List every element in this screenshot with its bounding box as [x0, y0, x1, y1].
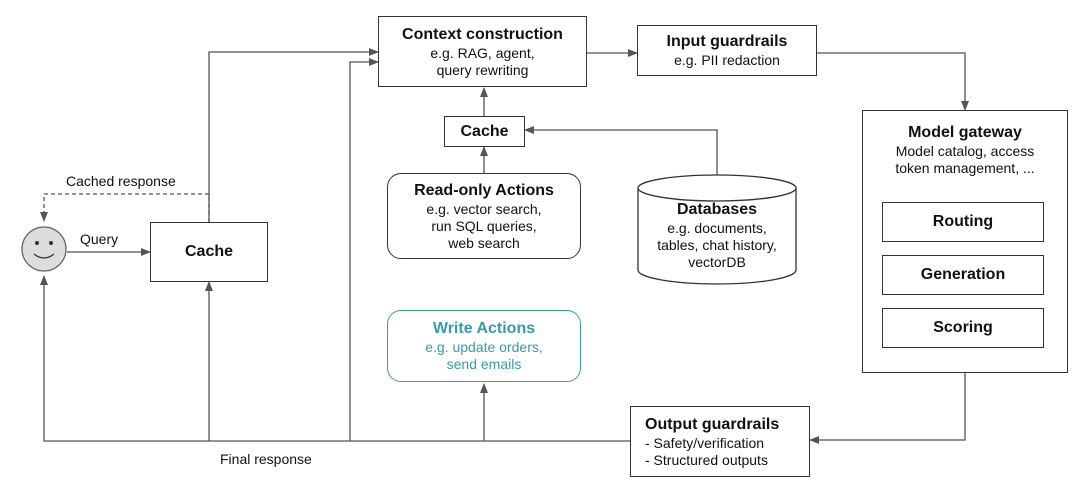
- write-actions-title: Write Actions: [432, 320, 536, 337]
- context-construction-box: Context construction e.g. RAG, agent, qu…: [378, 16, 587, 87]
- query-label: Query: [80, 231, 119, 247]
- model-gateway-line-1: Model catalog, access: [895, 143, 1035, 159]
- input-guardrails-box: Input guardrails e.g. PII redaction: [637, 25, 817, 76]
- user-face-icon: [21, 226, 67, 272]
- cache-box: Cache: [150, 222, 268, 282]
- cached-response-label: Cached response: [66, 173, 176, 189]
- context-line-2: query rewriting: [436, 61, 529, 78]
- databases-line-1: e.g. documents,: [667, 220, 767, 236]
- read-actions-line-2: run SQL queries,: [431, 217, 537, 234]
- scoring-module: Scoring: [882, 308, 1044, 348]
- output-guardrails-line-2: - Structured outputs: [645, 451, 768, 468]
- model-gateway-title: Model gateway: [908, 124, 1022, 141]
- write-actions-line-2: send emails: [446, 356, 522, 372]
- databases-cylinder: [637, 174, 797, 285]
- input-to-gateway-arrow: [817, 52, 969, 111]
- output-guardrails-line-1: - Safety/verification: [645, 434, 765, 451]
- generation-module: Generation: [882, 255, 1044, 295]
- model-gateway-line-2: token management, ...: [895, 160, 1035, 176]
- final-response-arrow: [40, 275, 630, 442]
- read-actions-line-3: web search: [448, 234, 520, 251]
- databases-line-3: vectorDB: [688, 254, 746, 270]
- cache-top-box: Cache: [444, 116, 525, 147]
- cache-to-context-arrow: [208, 48, 379, 222]
- input-guardrails-line-1: e.g. PII redaction: [674, 52, 780, 68]
- context-title: Context construction: [402, 25, 563, 43]
- gateway-to-output-arrow: [809, 373, 966, 444]
- output-guardrails-box: Output guardrails - Safety/verification …: [630, 406, 810, 477]
- bottom-to-context-arrow: [349, 58, 379, 441]
- final-response-label: Final response: [220, 451, 312, 467]
- databases-title: Databases: [676, 201, 758, 218]
- read-only-actions-box: Read-only Actions e.g. vector search, ru…: [387, 173, 581, 259]
- databases-text: Databases e.g. documents, tables, chat h…: [638, 200, 796, 271]
- databases-line-2: tables, chat history,: [657, 237, 777, 253]
- cached-response-arrow: [40, 193, 210, 222]
- write-actions-line-1: e.g. update orders,: [425, 339, 543, 355]
- cache-title: Cache: [184, 243, 234, 260]
- cache-top-title: Cache: [460, 122, 509, 140]
- write-actions-box: Write Actions e.g. update orders, send e…: [387, 310, 581, 382]
- read-actions-line-1: e.g. vector search,: [426, 200, 542, 217]
- routing-module: Routing: [882, 202, 1044, 242]
- read-actions-title: Read-only Actions: [414, 181, 554, 199]
- context-line-1: e.g. RAG, agent,: [430, 44, 535, 61]
- output-guardrails-title: Output guardrails: [645, 415, 780, 433]
- input-guardrails-title: Input guardrails: [666, 33, 788, 50]
- db-to-cache-arrow: [524, 126, 718, 177]
